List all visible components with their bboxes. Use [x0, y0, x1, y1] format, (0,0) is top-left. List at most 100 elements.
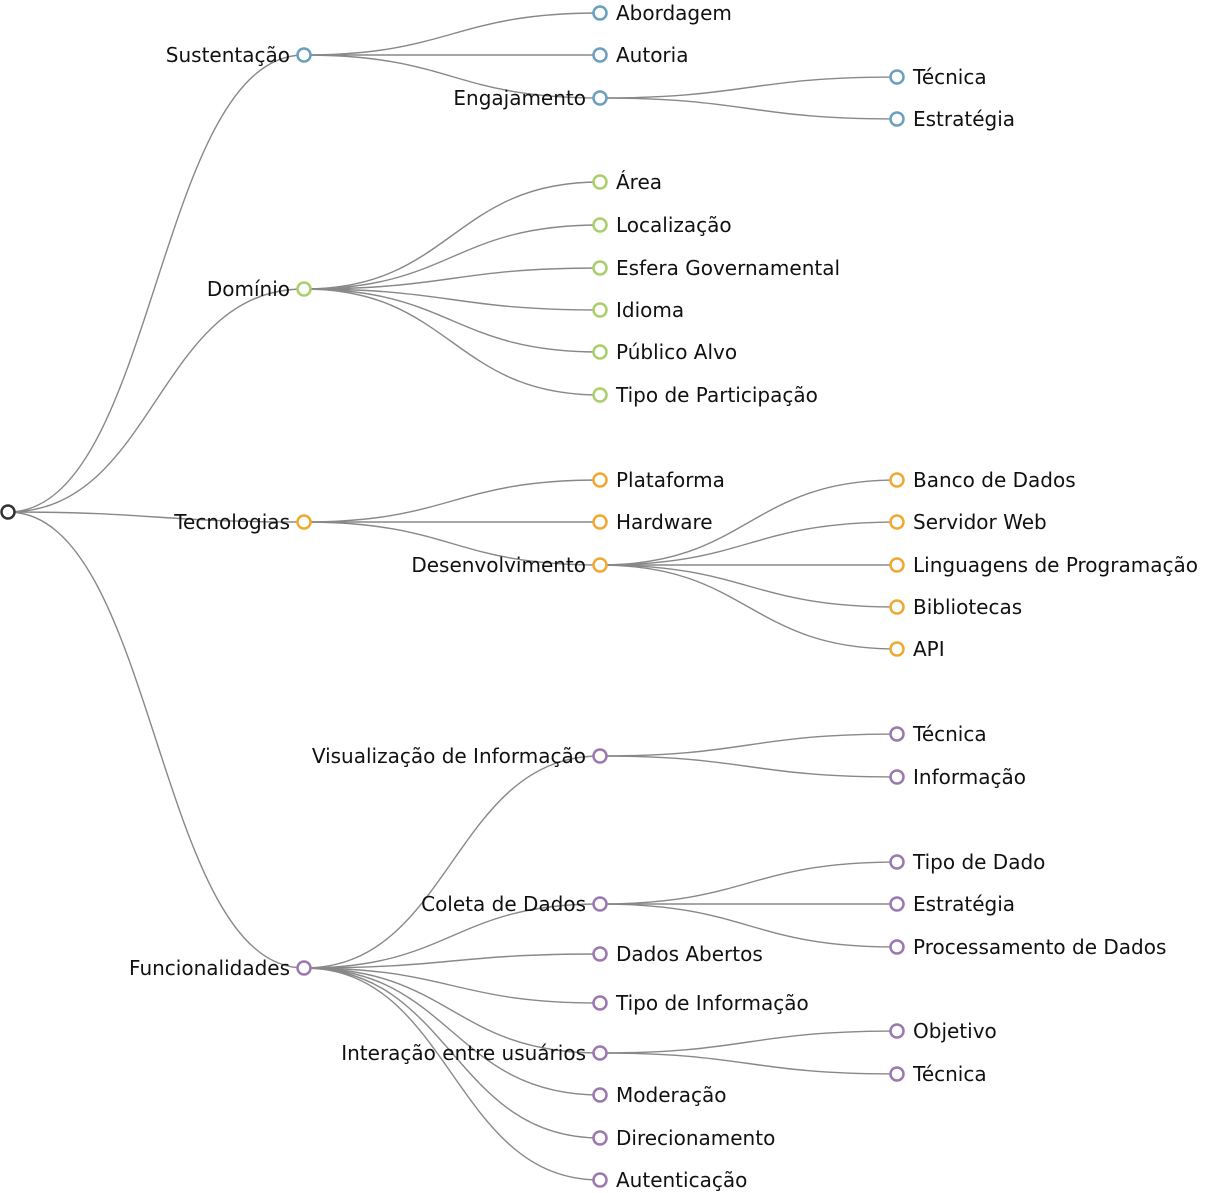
- node-circle[interactable]: [592, 174, 608, 190]
- node-label: Coleta de Dados: [421, 892, 586, 916]
- tree-node-autenticacao[interactable]: Autenticação: [592, 1168, 748, 1192]
- node-label: Técnica: [912, 1062, 987, 1086]
- tree-link: [599, 521, 898, 566]
- node-circle[interactable]: [889, 1066, 905, 1082]
- node-circle[interactable]: [296, 47, 312, 63]
- node-label: Tipo de Participação: [615, 383, 818, 407]
- node-circle[interactable]: [592, 302, 608, 318]
- tree-links: [7, 12, 898, 1181]
- tree-link: [303, 288, 601, 396]
- tree-node-servidor-web[interactable]: Servidor Web: [889, 510, 1047, 534]
- node-circle[interactable]: [592, 748, 608, 764]
- node-circle[interactable]: [889, 557, 905, 573]
- node-circle[interactable]: [592, 1130, 608, 1146]
- tree-node-tipo-de-dado[interactable]: Tipo de Dado: [889, 850, 1046, 874]
- node-circle[interactable]: [889, 111, 905, 127]
- node-label: Idioma: [616, 298, 684, 322]
- node-circle[interactable]: [592, 995, 608, 1011]
- node-circle[interactable]: [889, 1023, 905, 1039]
- tree-node-visualizacao-de-informacao[interactable]: Visualização de Informação: [312, 744, 608, 768]
- tree-node-localizacao[interactable]: Localização: [592, 213, 732, 237]
- tree-link: [303, 288, 601, 353]
- node-circle[interactable]: [889, 854, 905, 870]
- node-label: Localização: [616, 213, 732, 237]
- tree-node-moderacao[interactable]: Moderação: [592, 1083, 727, 1107]
- node-label: Dados Abertos: [616, 942, 763, 966]
- tree-node-tecnica[interactable]: Técnica: [889, 65, 987, 89]
- tree-node-api[interactable]: API: [889, 637, 945, 661]
- node-circle[interactable]: [592, 896, 608, 912]
- tree-node-dominio[interactable]: Domínio: [207, 277, 312, 301]
- node-circle[interactable]: [592, 5, 608, 21]
- tree-node-bibliotecas[interactable]: Bibliotecas: [889, 595, 1023, 619]
- node-circle[interactable]: [592, 90, 608, 106]
- tree-node-abordagem[interactable]: Abordagem: [592, 1, 732, 25]
- node-circle[interactable]: [592, 1087, 608, 1103]
- node-label: Processamento de Dados: [913, 935, 1166, 959]
- tree-node-hardware[interactable]: Hardware: [592, 510, 713, 534]
- tree-node-tipo-de-informacao[interactable]: Tipo de Informação: [592, 991, 809, 1015]
- tree-node-linguagens-de-programacao[interactable]: Linguagens de Programação: [889, 553, 1198, 577]
- node-circle[interactable]: [592, 217, 608, 233]
- node-label: Visualização de Informação: [312, 744, 586, 768]
- tree-node-estrategia[interactable]: Estratégia: [889, 892, 1016, 916]
- tree-node-area[interactable]: Área: [592, 170, 663, 194]
- node-circle[interactable]: [296, 514, 312, 530]
- node-circle[interactable]: [889, 641, 905, 657]
- node-circle[interactable]: [889, 896, 905, 912]
- node-circle[interactable]: [889, 472, 905, 488]
- tree-node-root[interactable]: [0, 504, 16, 520]
- node-circle[interactable]: [592, 557, 608, 573]
- node-label: Autoria: [616, 43, 688, 67]
- tree-link: [7, 511, 305, 969]
- tree-node-engajamento[interactable]: Engajamento: [453, 86, 608, 110]
- tree-node-autoria[interactable]: Autoria: [592, 43, 689, 67]
- tree-node-informacao[interactable]: Informação: [889, 765, 1026, 789]
- node-label: Sustentação: [166, 43, 290, 67]
- node-circle[interactable]: [889, 939, 905, 955]
- node-circle[interactable]: [592, 47, 608, 63]
- node-circle[interactable]: [592, 472, 608, 488]
- tree-node-direcionamento[interactable]: Direcionamento: [592, 1126, 776, 1150]
- node-circle[interactable]: [889, 599, 905, 615]
- tree-node-plataforma[interactable]: Plataforma: [592, 468, 725, 492]
- node-circle[interactable]: [296, 281, 312, 297]
- node-circle[interactable]: [592, 1045, 608, 1061]
- tree-node-desenvolvimento[interactable]: Desenvolvimento: [411, 553, 608, 577]
- tree-link: [303, 967, 601, 1054]
- tree-link: [599, 903, 898, 948]
- node-circle[interactable]: [592, 387, 608, 403]
- tree-node-tecnica[interactable]: Técnica: [889, 1062, 987, 1086]
- node-circle[interactable]: [889, 69, 905, 85]
- tree-node-objetivo[interactable]: Objetivo: [889, 1019, 997, 1043]
- tree-node-idioma[interactable]: Idioma: [592, 298, 685, 322]
- tree-node-coleta-de-dados[interactable]: Coleta de Dados: [421, 892, 608, 916]
- node-circle[interactable]: [889, 514, 905, 530]
- node-circle[interactable]: [296, 960, 312, 976]
- tree-node-tecnologias[interactable]: Tecnologias: [173, 510, 312, 534]
- tree-node-funcionalidades[interactable]: Funcionalidades: [129, 956, 312, 980]
- node-circle[interactable]: [889, 769, 905, 785]
- tree-node-estrategia[interactable]: Estratégia: [889, 107, 1016, 131]
- node-circle[interactable]: [592, 514, 608, 530]
- node-circle[interactable]: [592, 260, 608, 276]
- node-circle[interactable]: [592, 1172, 608, 1188]
- tree-link: [7, 511, 305, 523]
- node-circle[interactable]: [592, 344, 608, 360]
- node-circle[interactable]: [889, 726, 905, 742]
- tree-node-sustentacao[interactable]: Sustentação: [166, 43, 312, 67]
- tree-node-banco-de-dados[interactable]: Banco de Dados: [889, 468, 1076, 492]
- tree-node-esfera-governamental[interactable]: Esfera Governamental: [592, 256, 841, 280]
- node-circle[interactable]: [592, 946, 608, 962]
- tree-link: [7, 54, 305, 513]
- node-label: API: [913, 637, 945, 661]
- tree-node-publico-alvo[interactable]: Público Alvo: [592, 340, 738, 364]
- tree-node-dados-abertos[interactable]: Dados Abertos: [592, 942, 763, 966]
- tree-node-tecnica[interactable]: Técnica: [889, 722, 987, 746]
- tree-node-interacao-entre-usuarios[interactable]: Interação entre usuários: [341, 1041, 608, 1065]
- node-circle[interactable]: [0, 504, 16, 520]
- tree-node-processamento-de-dados[interactable]: Processamento de Dados: [889, 935, 1167, 959]
- tree-node-tipo-de-participacao[interactable]: Tipo de Participação: [592, 383, 818, 407]
- tree-link: [303, 479, 601, 523]
